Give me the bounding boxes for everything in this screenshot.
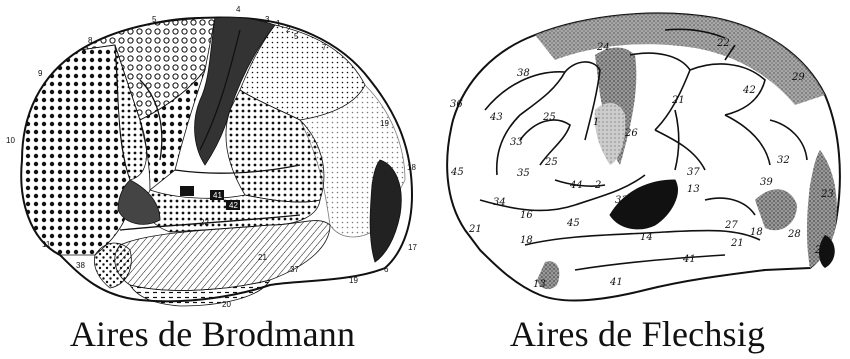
flechsig-label: 21 [730,238,744,249]
brodmann-label: 22 [200,218,209,227]
brodmann-label: 19 [349,276,358,285]
flechsig-label: 25 [542,112,556,123]
brodmann-label: 9 [38,69,43,78]
flechsig-label: 21 [468,224,482,235]
brodmann-label: 19 [380,119,389,128]
brodmann-label: 5 [294,32,299,41]
flechsig-label: 18 [750,227,763,238]
flechsig-label: 33 [510,137,523,148]
flechsig-label: 18 [520,235,533,246]
brodmann-label: 6 [384,265,389,274]
brodmann-label: 1 [276,19,281,28]
flechsig-label: 28 [787,229,801,240]
flechsig-label: 27 [724,220,738,231]
flechsig-brain-illustration: 38 24 22 29 36 43 25 1 21 42 26 33 45 25… [425,0,850,320]
area-43-box [180,186,194,196]
flechsig-label: 24 [596,42,610,53]
flechsig-label: 23 [814,245,828,256]
flechsig-label: 21 [671,95,685,106]
brodmann-caption: Aires de Brodmann [0,314,425,354]
brodmann-label: 41 [213,191,222,200]
flechsig-label: 22 [716,38,730,49]
brodmann-label: 21 [258,253,267,262]
brodmann-label: 11 [42,240,51,249]
brodmann-label: 17 [408,243,417,252]
brodmann-label: 42 [229,201,238,210]
flechsig-label: 38 [517,68,530,79]
brodmann-label: 43 [195,177,204,186]
flechsig-caption: Aires de Flechsig [425,314,850,354]
flechsig-label: 29 [791,72,805,83]
flechsig-label: 25 [544,157,558,168]
flechsig-label: 41 [682,254,696,265]
flechsig-label: 23 [820,189,834,200]
flechsig-label: 41 [609,277,623,288]
flechsig-label: 33 [615,195,628,206]
brodmann-label: 3 [265,15,270,24]
brodmann-label: 10 [6,136,15,145]
brodmann-label: 7 [322,43,327,52]
flechsig-figure: 38 24 22 29 36 43 25 1 21 42 26 33 45 25… [425,0,850,359]
flechsig-label: 34 [493,197,506,208]
brodmann-label: 18 [407,163,416,172]
flechsig-label: 1 [593,117,599,128]
brodmann-label: 2 [286,25,291,34]
flechsig-label: 45 [450,167,464,178]
flechsig-label: 26 [624,128,638,139]
brodmann-brain-illustration: 4 3 1 2 5 5 7 8 9 10 11 17 18 19 19 20 2… [0,0,425,320]
flechsig-label: 2 [594,180,601,191]
flechsig-label: 45 [566,218,580,229]
brodmann-label: 8 [88,36,93,45]
flechsig-label: 13 [533,279,546,290]
brodmann-label: 4 [236,5,241,14]
brodmann-label: 5 [152,15,157,24]
flechsig-label: 43 [489,112,503,123]
brodmann-label: 20 [222,300,231,309]
flechsig-label: 36 [450,99,463,110]
flechsig-label: 37 [687,167,700,178]
flechsig-label: 44 [569,180,583,191]
flechsig-label: 14 [640,232,653,243]
brodmann-figure: 4 3 1 2 5 5 7 8 9 10 11 17 18 19 19 20 2… [0,0,425,359]
flechsig-label: 13 [687,184,700,195]
flechsig-label: 39 [760,177,773,188]
flechsig-label: 35 [517,168,530,179]
flechsig-label: 16 [520,210,533,221]
brodmann-label: 37 [290,265,299,274]
flechsig-label: 32 [777,155,790,166]
brodmann-label: 38 [76,261,85,270]
flechsig-label: 42 [742,85,756,96]
